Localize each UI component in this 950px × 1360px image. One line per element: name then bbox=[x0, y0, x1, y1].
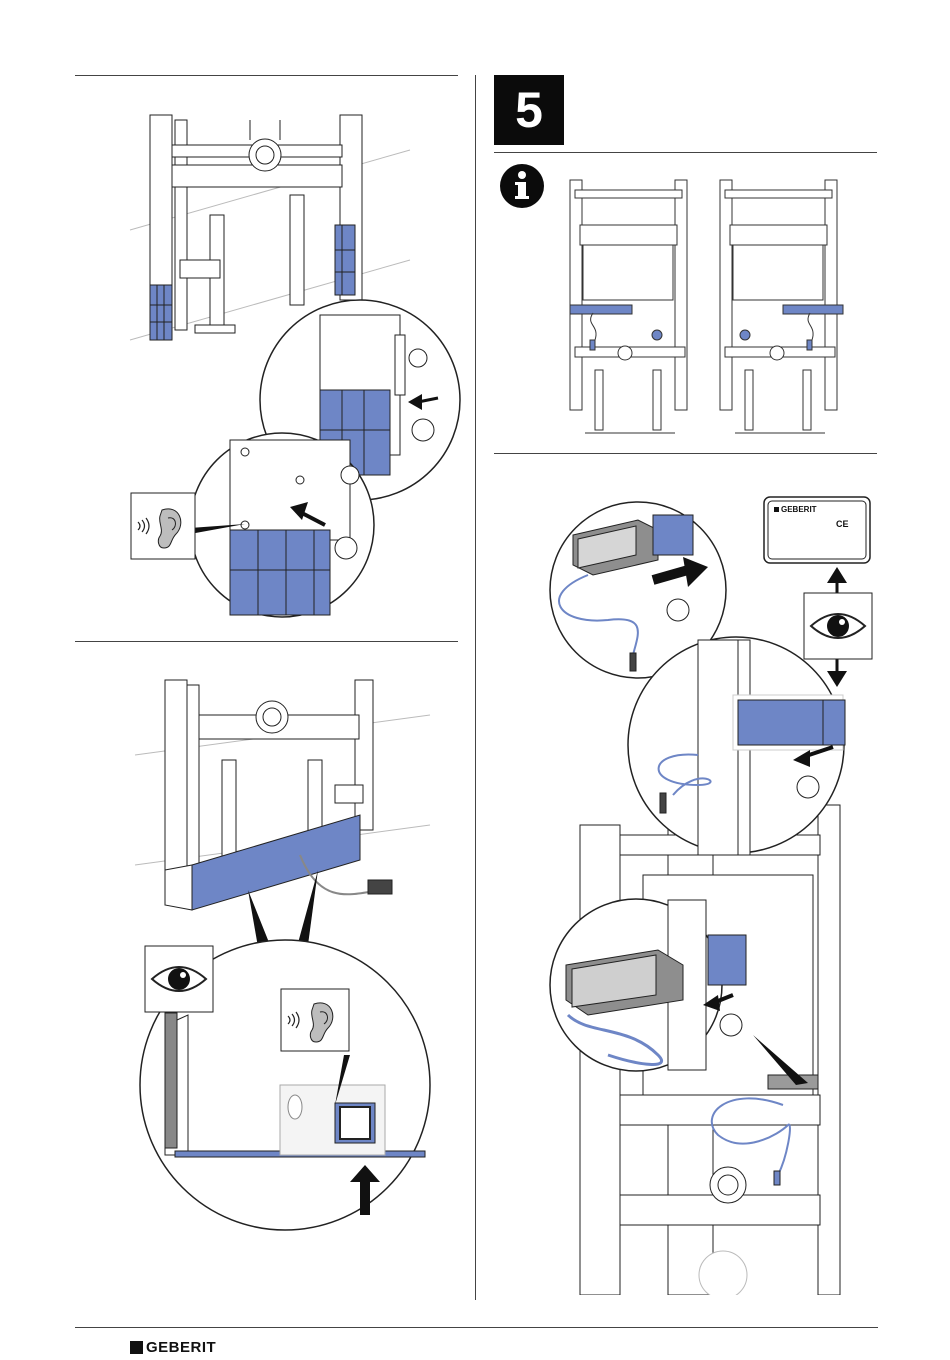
step-rule bbox=[494, 152, 877, 153]
eye-icon bbox=[144, 945, 214, 1013]
info-icon bbox=[498, 162, 546, 210]
illustration-frame-variant-left bbox=[565, 175, 700, 440]
brand-logo: GEBERIT bbox=[130, 1337, 216, 1357]
product-label-marks: CE bbox=[836, 519, 849, 529]
column-divider bbox=[475, 75, 476, 1300]
step-number-badge: 5 bbox=[494, 75, 564, 145]
eye-icon bbox=[803, 592, 873, 660]
section-rule-left bbox=[75, 641, 458, 642]
product-label-brand: GEBERIT bbox=[781, 505, 817, 514]
footer-rule bbox=[75, 1327, 878, 1328]
info-rule bbox=[494, 453, 877, 454]
logo-text: GEBERIT bbox=[146, 1339, 216, 1356]
top-rule-left bbox=[75, 75, 458, 76]
ear-icon bbox=[280, 988, 350, 1052]
illustration-frame-variant-right bbox=[715, 175, 850, 440]
logo-mark bbox=[130, 1341, 143, 1354]
product-label bbox=[762, 495, 872, 565]
ear-icon bbox=[130, 492, 196, 560]
